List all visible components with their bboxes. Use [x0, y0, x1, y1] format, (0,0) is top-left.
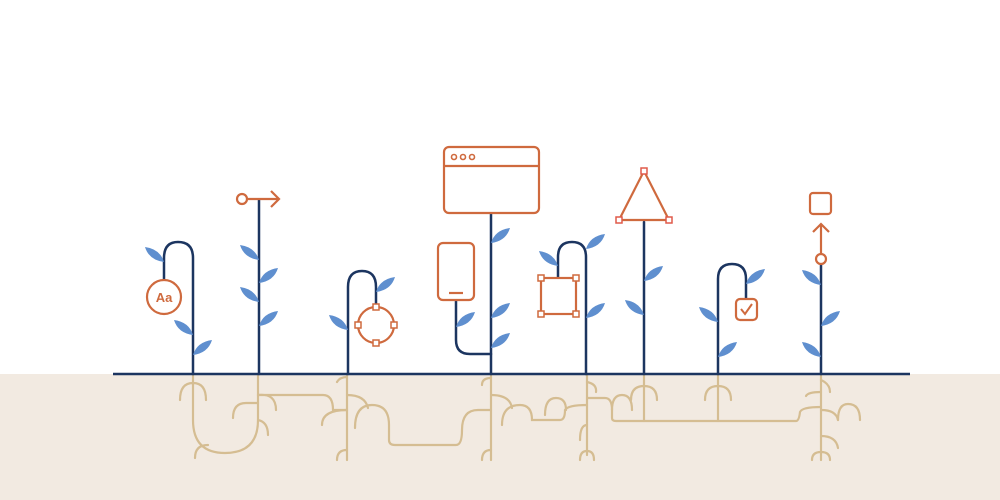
stems: [162, 198, 823, 376]
typography-icon: Aa: [145, 278, 183, 316]
square-path-icon: [537, 274, 580, 318]
mobile-device-icon: [436, 241, 476, 302]
checkbox-icon: [734, 297, 759, 322]
browser-window-icon: [442, 145, 541, 215]
arrow-up-icon: [808, 191, 833, 266]
triangle-path-icon: [615, 167, 673, 224]
typography-label: Aa: [156, 290, 173, 305]
icons: Aa: [145, 145, 833, 347]
arrow-right-icon: [235, 190, 281, 208]
circle-path-icon: [354, 303, 398, 347]
roots: [178, 372, 862, 462]
leaves: [145, 228, 840, 357]
